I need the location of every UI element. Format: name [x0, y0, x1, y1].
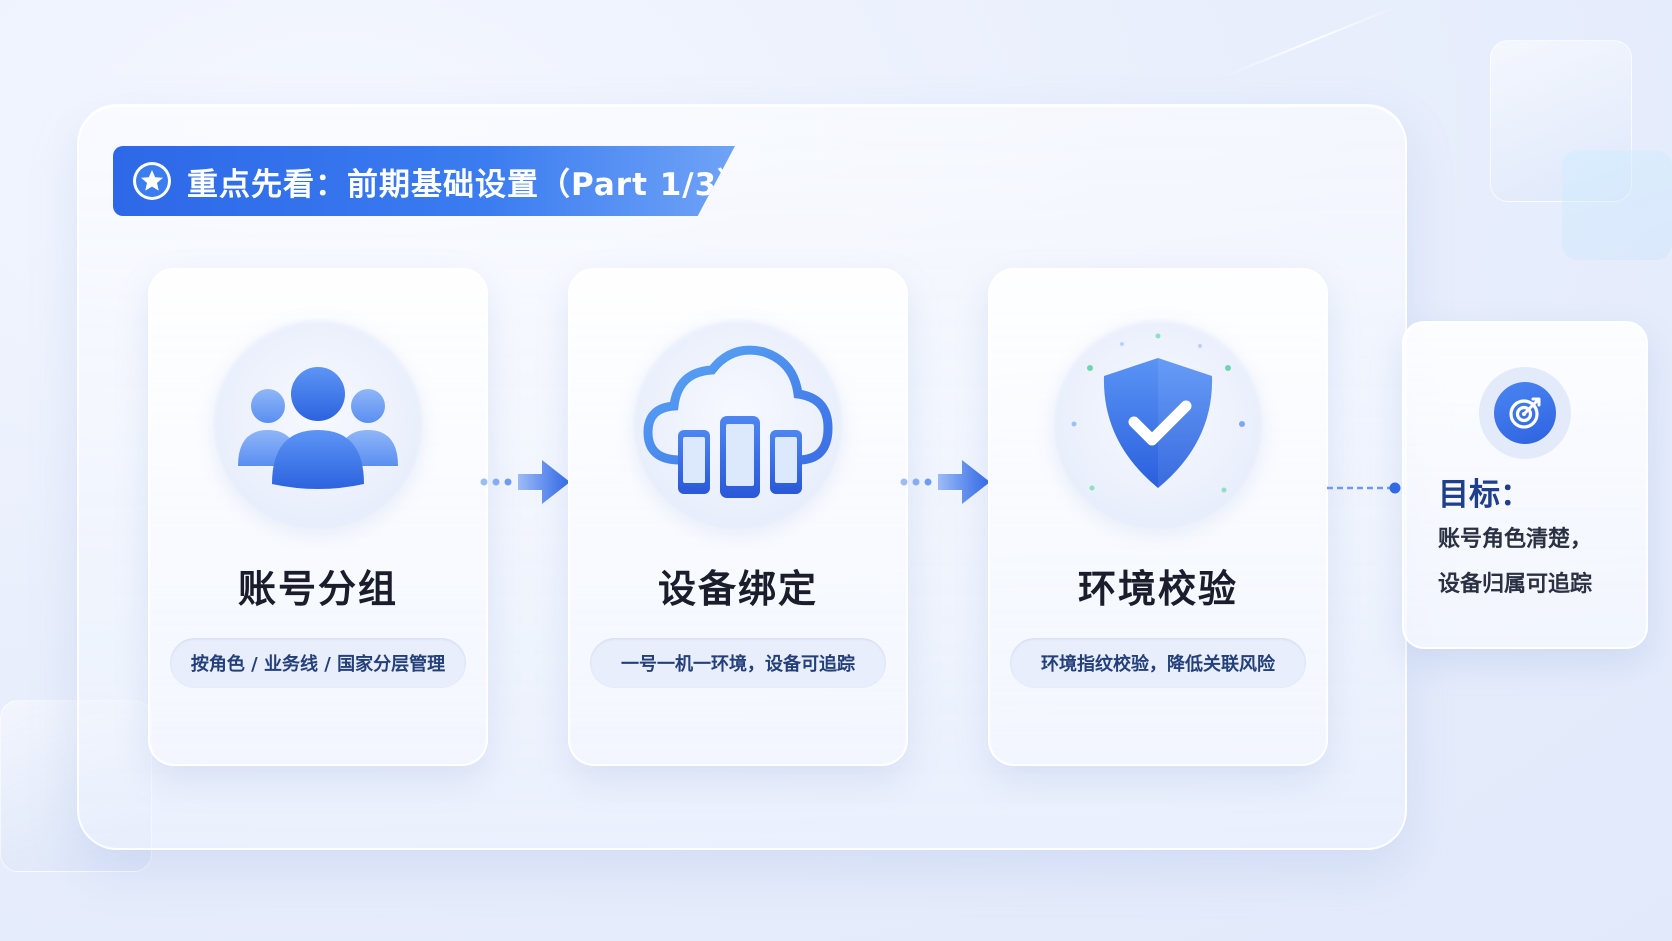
target-icon: [1494, 382, 1556, 444]
step-title: 设备绑定: [657, 567, 818, 611]
icon-circle: [1479, 367, 1571, 459]
step-description: 环境指纹校验，降低关联风险: [1010, 638, 1306, 688]
step-card-environment-check: 环境校验 环境指纹校验，降低关联风险: [988, 268, 1328, 766]
cloud-devices-icon: [643, 345, 833, 498]
goal-text-line: 设备归属可追踪: [1438, 572, 1593, 597]
goal-card: 目标： 账号角色清楚， 设备归属可追踪: [1402, 321, 1648, 649]
step-title: 账号分组: [237, 567, 398, 611]
background-glass-block: [1562, 150, 1672, 260]
shield-check-icon: [1071, 333, 1245, 493]
goal-title: 目标：: [1438, 477, 1531, 513]
title-banner: 重点先看：前期基础设置（Part 1/3）: [113, 146, 735, 216]
user-group-icon: [238, 367, 398, 489]
step-title: 环境校验: [1077, 567, 1238, 611]
step-card-device-binding: 设备绑定 一号一机一环境，设备可追踪: [568, 268, 908, 766]
arrow-right-icon: [480, 460, 570, 504]
step-card-account-grouping: 账号分组 按角色 / 业务线 / 国家分层管理: [148, 268, 488, 766]
background-glass-block: [1490, 40, 1632, 202]
goal-text-line: 账号角色清楚，: [1438, 527, 1593, 552]
arrow-right-icon: [900, 460, 990, 504]
step-description: 一号一机一环境，设备可追踪: [590, 638, 886, 688]
page-title: 重点先看：前期基础设置（Part 1/3）: [187, 166, 750, 203]
icon-circle: [1052, 318, 1264, 530]
goal-connector-line: [1327, 482, 1401, 494]
icon-circle: [212, 318, 424, 530]
step-description: 按角色 / 业务线 / 国家分层管理: [170, 638, 466, 688]
icon-circle: [632, 318, 844, 530]
background-light-streak: [1218, 2, 1406, 80]
star-badge-icon: [133, 162, 171, 200]
